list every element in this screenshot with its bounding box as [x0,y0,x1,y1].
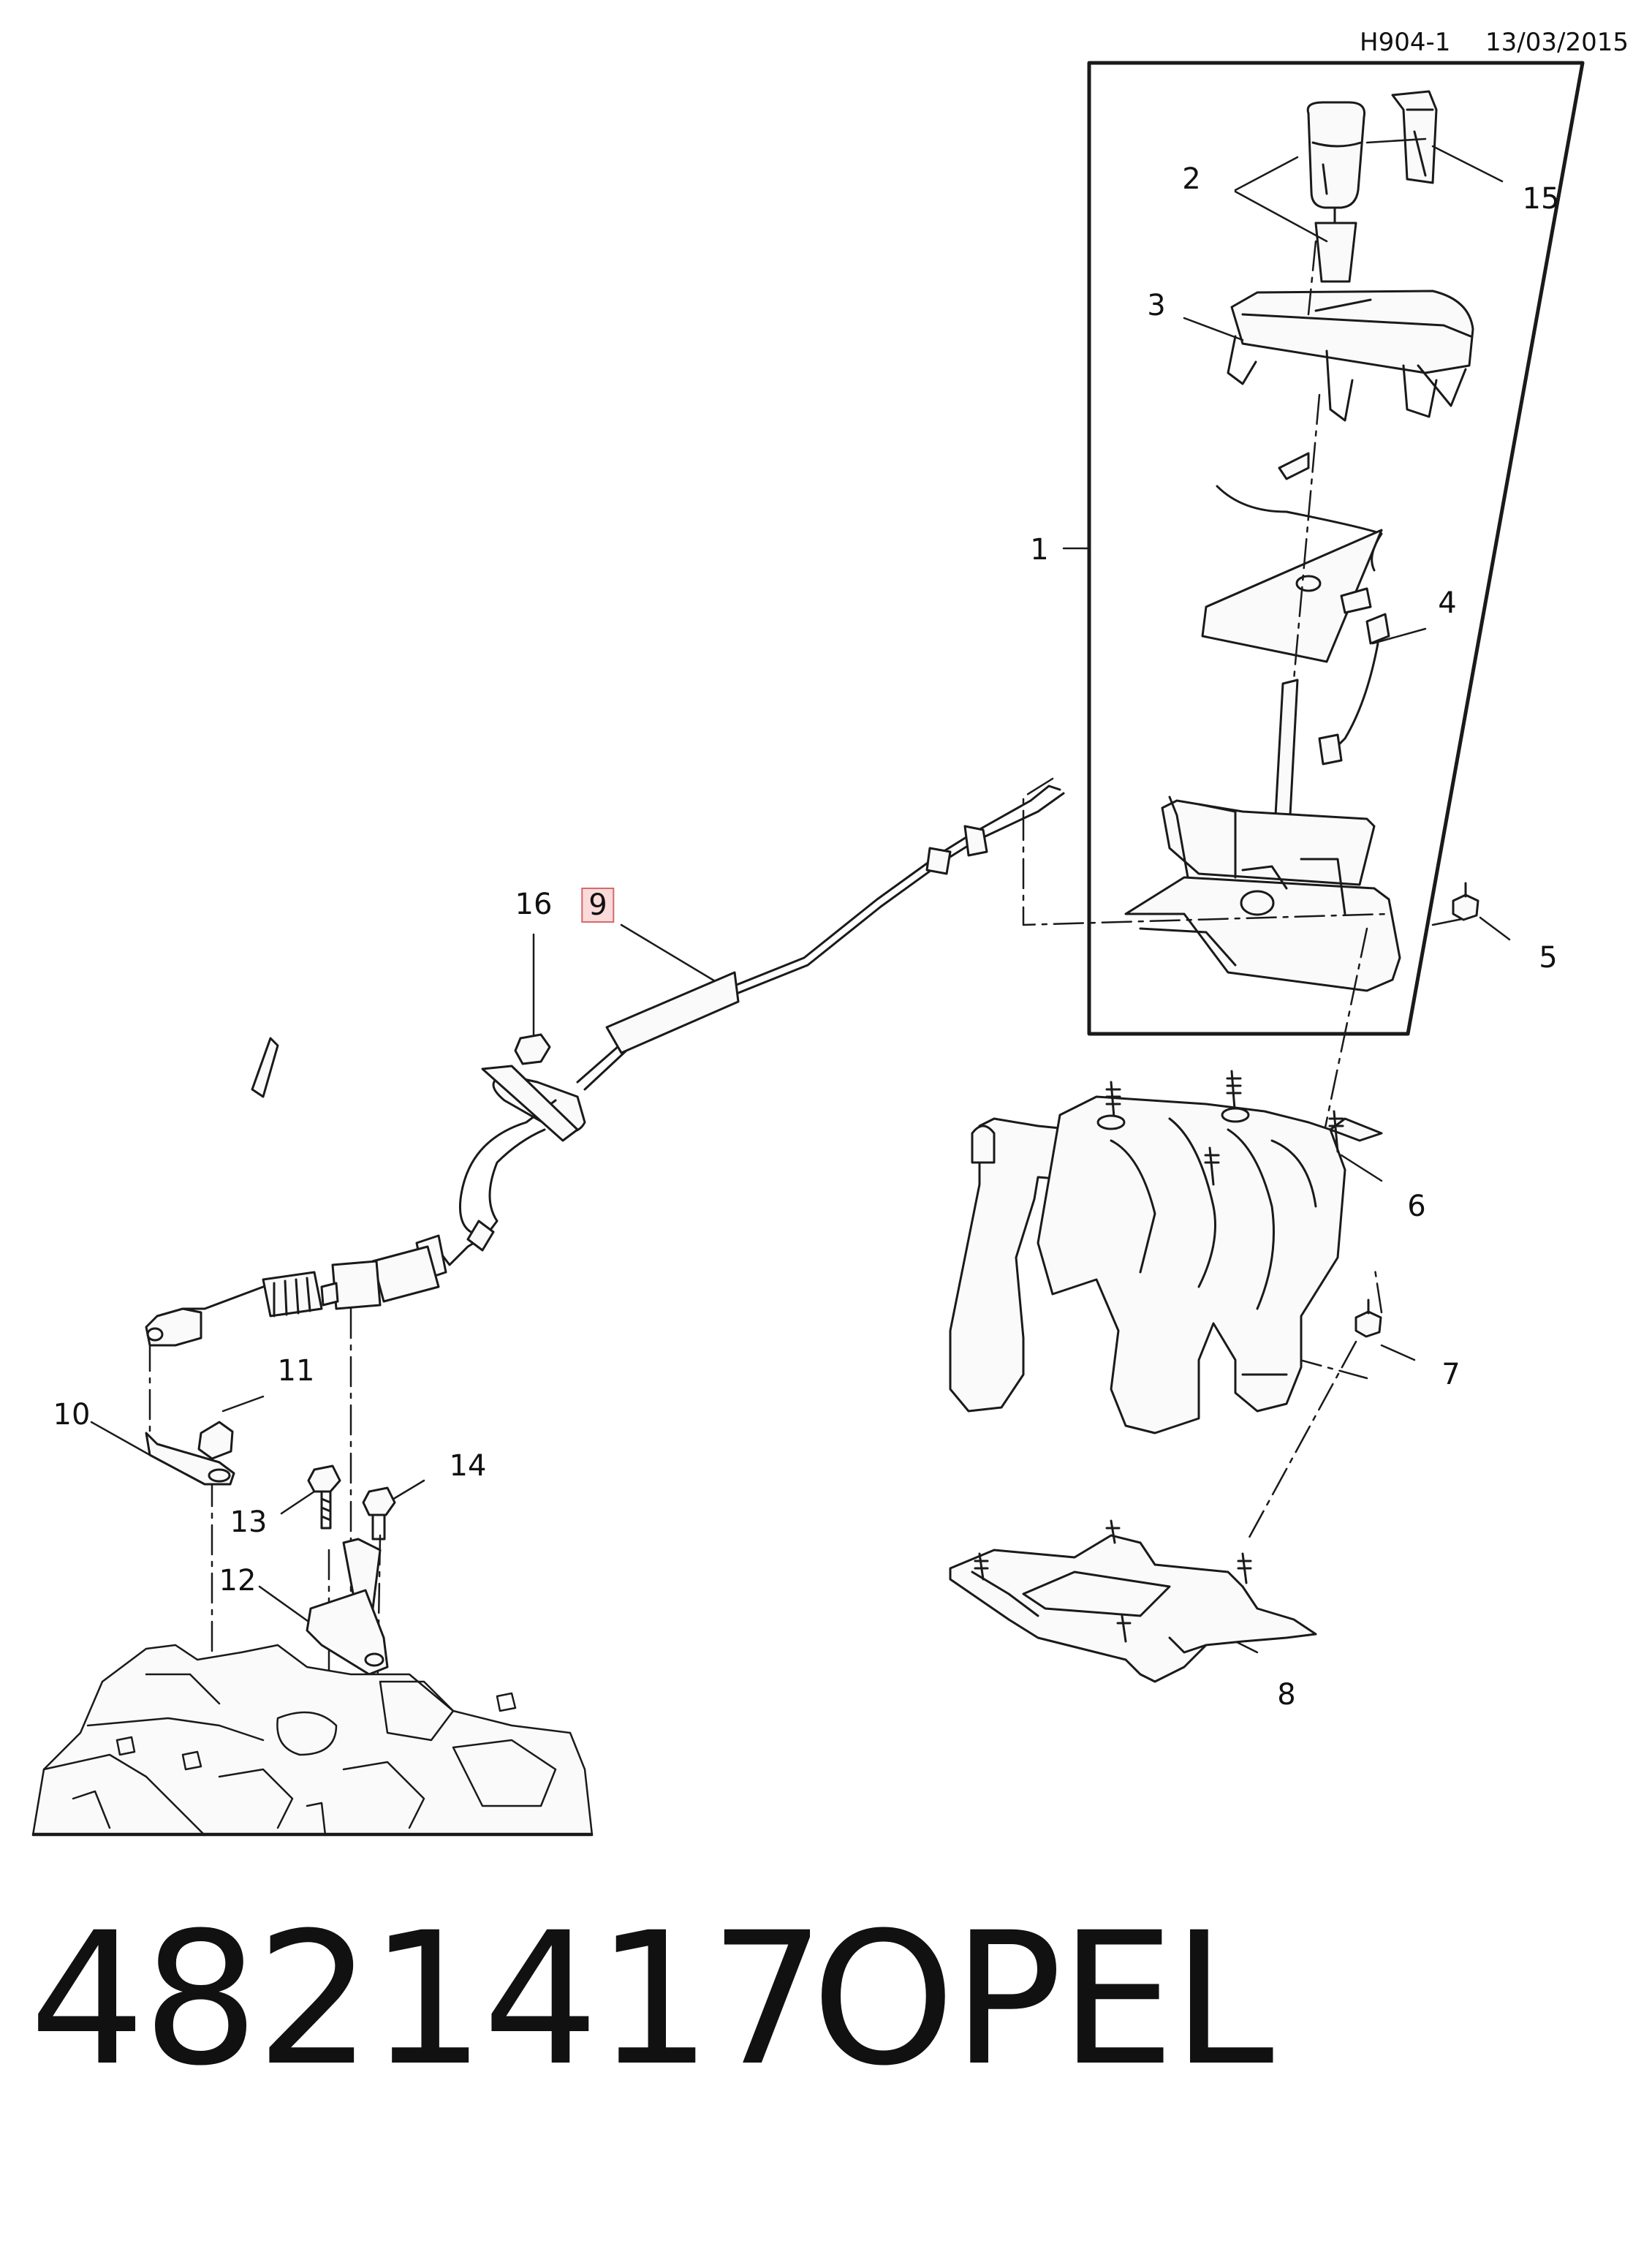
callout-14: 14 [449,1449,487,1483]
shifter-assembly-box [1087,61,1585,1036]
bracket-10-drawing [145,1421,235,1486]
trim-plate-drawing [1227,290,1474,422]
callout-12: 12 [219,1564,257,1598]
callout-1: 1 [1030,533,1049,567]
leader-lines [90,137,1511,1654]
bolt-13-drawing [307,1464,341,1530]
assembly-centre-lines [148,240,1471,1756]
diagram-date: 13/03/2015 [1485,28,1629,57]
floor-plate-8-drawing [949,1519,1317,1683]
shift-knob-drawing [1306,101,1366,283]
callout-4: 4 [1438,586,1457,620]
transmission-drawing [31,1644,594,1837]
callout-16: 16 [515,888,553,921]
clip-drawing [1391,90,1438,184]
nut-16-drawing [514,1033,551,1065]
callout-10: 10 [53,1398,91,1432]
callout-5: 5 [1539,941,1558,975]
callout-6: 6 [1407,1190,1426,1223]
callout-7: 7 [1441,1358,1460,1391]
callout-3: 3 [1147,289,1166,322]
callout-13: 13 [230,1505,268,1539]
shifter-base-drawing [1124,679,1401,992]
part-brand: OPEL [811,1893,1274,2106]
callout-8: 8 [1277,1678,1296,1712]
callout-2: 2 [1182,162,1201,196]
shift-cable-drawing [145,785,1065,1347]
callout-9[interactable]: 9 [581,888,615,923]
nut-7-drawing [1354,1299,1382,1338]
bolt-14-drawing [362,1486,396,1541]
callout-11: 11 [277,1354,315,1388]
nut-5-drawing [1452,882,1479,921]
part-number: 4821417 [29,1893,825,2106]
bracket-12-drawing [306,1538,389,1676]
callout-15: 15 [1522,182,1560,216]
harness-and-gasket-drawing [1201,452,1390,766]
diagram-code: H904-1 [1360,28,1451,57]
shifter-bracket-6-drawing [949,1070,1383,1435]
